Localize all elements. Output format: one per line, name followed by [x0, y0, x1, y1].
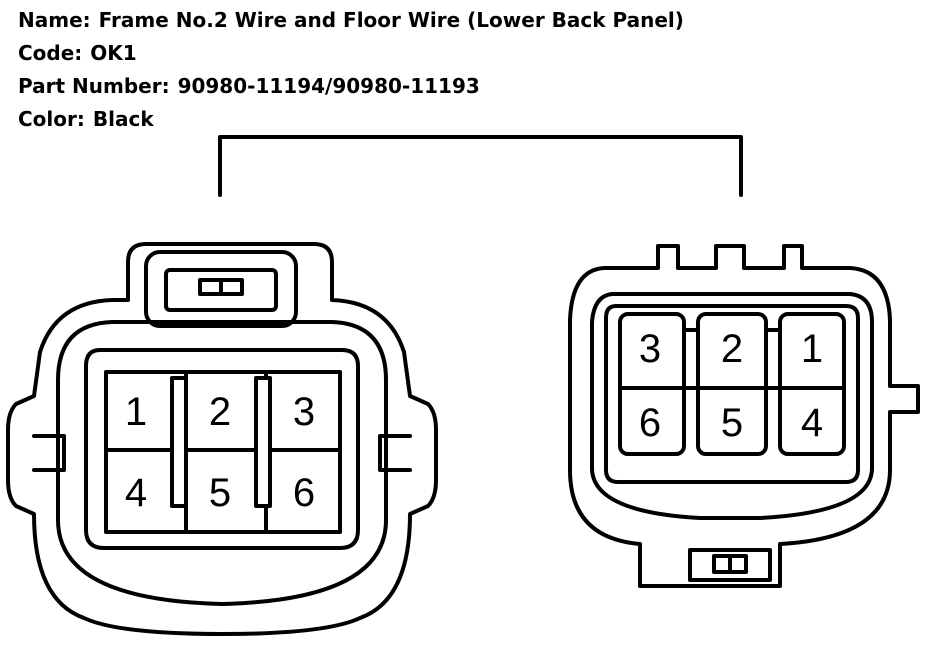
right-inner-wall [590, 292, 874, 520]
right-pin-5-label: 5 [721, 401, 743, 445]
left-rib-1 [170, 376, 188, 508]
connector-info: Name: Frame No.2 Wire and Floor Wire (Low… [18, 4, 684, 136]
name-label: Name: [18, 8, 91, 32]
right-cavity [604, 304, 860, 484]
part-number-value: 90980-11194/90980-11193 [177, 74, 480, 98]
name-row: Name: Frame No.2 Wire and Floor Wire (Low… [18, 4, 684, 37]
left-connector [6, 242, 438, 636]
left-ear-right [378, 434, 412, 472]
left-cavity [84, 348, 360, 550]
left-pin-4-label: 4 [125, 471, 147, 515]
right-block-right [778, 312, 846, 456]
left-pin-5-label: 5 [209, 471, 231, 515]
right-outer-housing [568, 244, 920, 588]
left-latch-inner [164, 268, 278, 312]
right-block-left [618, 312, 686, 456]
left-inner-wall [56, 320, 388, 606]
right-block-mid [696, 312, 768, 456]
right-pin-3-label: 3 [639, 327, 661, 371]
left-ear-left [32, 434, 66, 472]
color-row: Color: Black [18, 103, 684, 136]
code-row: Code: OK1 [18, 37, 684, 70]
left-outer-housing [6, 242, 438, 636]
part-number-label: Part Number: [18, 74, 170, 98]
color-label: Color: [18, 107, 85, 131]
color-value: Black [92, 107, 154, 131]
part-number-row: Part Number: 90980-11194/90980-11193 [18, 70, 684, 103]
right-pin-2-label: 2 [721, 327, 743, 371]
left-pin-6-label: 6 [293, 471, 315, 515]
left-pin-2-label: 2 [209, 390, 231, 434]
mating-bracket [218, 135, 743, 197]
right-latch [688, 548, 772, 582]
left-pin-1-label: 1 [125, 390, 147, 434]
right-pin-1-label: 1 [801, 327, 823, 371]
left-pin-3-label: 3 [293, 390, 315, 434]
code-label: Code: [18, 41, 83, 65]
left-rib-2 [254, 376, 272, 508]
right-pin-4-label: 4 [801, 401, 823, 445]
code-value: OK1 [90, 41, 137, 65]
right-pin-6-label: 6 [639, 401, 661, 445]
name-value: Frame No.2 Wire and Floor Wire (Lower Ba… [98, 8, 684, 32]
right-connector [568, 244, 920, 588]
left-latch-frame [144, 250, 298, 328]
